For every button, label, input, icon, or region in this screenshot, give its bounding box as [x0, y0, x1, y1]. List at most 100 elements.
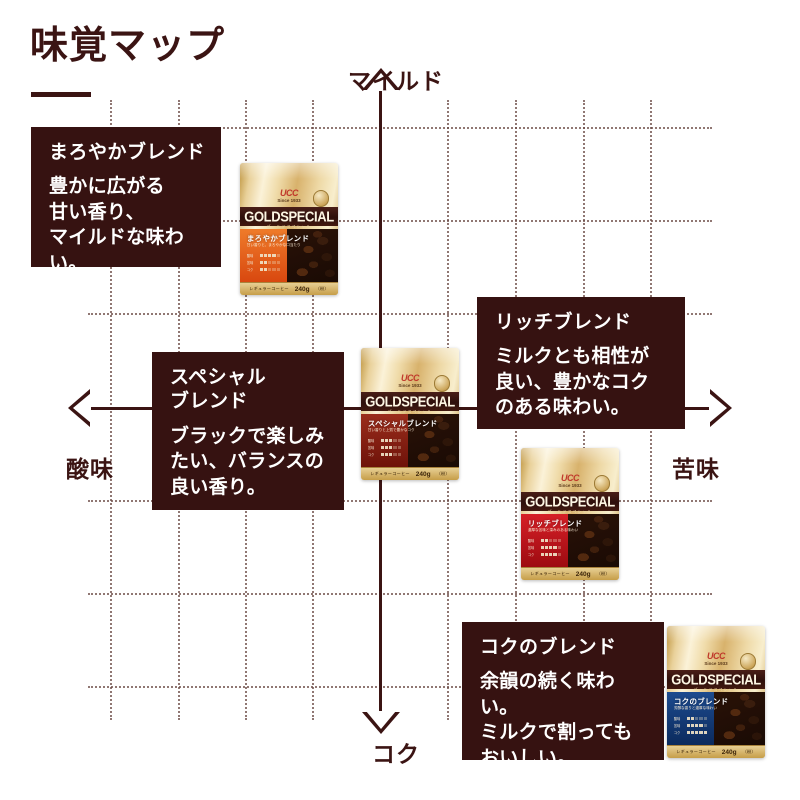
product-weight: 240g: [294, 285, 310, 293]
bag-photo-panel: スペシャルブレンド 甘い香りと上質で豊かなコク 酸味 苦味 コク: [361, 414, 459, 469]
meter-label: 酸味: [246, 254, 254, 259]
series-name-jp: ゴールドスペシャル: [547, 509, 593, 515]
axis-label-body: コク: [372, 741, 420, 767]
product-type: レギュラーコーヒー: [530, 571, 570, 577]
brand-band: GOLDSPECIAL: [521, 491, 619, 512]
bag-footer: レギュラーコーヒー 240g （粉）: [361, 467, 459, 480]
meter-label: 酸味: [527, 539, 535, 544]
info-box-title: リッチブレンド: [495, 312, 632, 333]
product-weight: 240g: [575, 570, 591, 578]
series-name: GOLDSPECIAL: [671, 671, 761, 688]
meter-row: コク: [674, 730, 715, 735]
bag-artwork: UCC Since 1933 GOLDSPECIAL ゴールドスペシャル リッチ…: [521, 448, 619, 580]
product-weight: 240g: [721, 748, 737, 756]
quality-seal-icon: [739, 653, 757, 670]
variety-name: コクのブレンド: [673, 696, 729, 706]
product-type: レギュラーコーヒー: [676, 749, 716, 755]
ucc-logo: UCC: [561, 473, 580, 484]
bag-artwork: UCC Since 1933 GOLDSPECIAL ゴールドスペシャル コクの…: [667, 626, 765, 758]
product-bag-maroyaka[interactable]: UCC Since 1933 GOLDSPECIAL ゴールドスペシャル まろや…: [240, 163, 338, 295]
variety-description: 芳醇な香りと濃厚な味わい: [673, 705, 717, 710]
taste-meter: 酸味 苦味 コク: [368, 438, 409, 459]
meter-row: 苦味: [674, 723, 715, 728]
variety-description: 甘い香りと上質で豊かなコク: [367, 427, 415, 432]
taste-meter: 酸味 苦味 コク: [674, 716, 715, 737]
variety-name: リッチブレンド: [527, 518, 583, 528]
bag-top-highlight: [240, 163, 338, 179]
product-bag-rich[interactable]: UCC Since 1933 GOLDSPECIAL ゴールドスペシャル リッチ…: [521, 448, 619, 580]
coffee-beans-image: [408, 414, 459, 469]
variety-description: 濃厚な苦味と深みのある味わい: [527, 527, 579, 532]
arrow-up-icon: [362, 68, 400, 91]
meter-label: 苦味: [527, 546, 535, 551]
axis-label-acidity: 酸味: [66, 456, 114, 482]
series-name-jp: ゴールドスペシャル: [693, 687, 739, 693]
arrow-right-icon: [709, 389, 732, 427]
arrow-left-icon: [68, 389, 91, 427]
variety-name: まろやかブレンド: [246, 233, 310, 243]
grid-line-horizontal: [88, 593, 712, 595]
quality-seal-icon: [593, 475, 611, 492]
info-box-body: ミルクとも相性が 良い、豊かなコク のある味わい。: [495, 346, 650, 419]
info-box-body: ブラックで楽しみ たい、バランスの 良い香り。: [170, 425, 325, 498]
taste-meter: 酸味 苦味 コク: [528, 538, 569, 559]
meter-row: 苦味: [528, 545, 569, 550]
coffee-beans-image: [287, 229, 338, 284]
bag-artwork: UCC Since 1933 GOLDSPECIAL ゴールドスペシャル まろや…: [240, 163, 338, 295]
meter-label: コク: [673, 731, 681, 736]
bag-photo-panel: コクのブレンド 芳醇な香りと濃厚な味わい 酸味 苦味 コク: [667, 692, 765, 747]
info-box-body: 豊かに広がる 甘い香り、 マイルドな味わい。: [49, 176, 185, 274]
grid-line-horizontal: [88, 220, 712, 222]
product-type: レギュラーコーヒー: [370, 471, 410, 477]
bag-artwork: UCC Since 1933 GOLDSPECIAL ゴールドスペシャル スペシ…: [361, 348, 459, 480]
meter-row: コク: [368, 452, 409, 457]
info-box-body: 余韻の続く味わい。 ミルクで割っても おいしい。: [480, 671, 633, 769]
bag-top-highlight: [521, 448, 619, 464]
meter-row: 酸味: [368, 438, 409, 443]
series-name: GOLDSPECIAL: [244, 208, 334, 225]
meter-label: 酸味: [673, 717, 681, 722]
brand-band: GOLDSPECIAL: [667, 669, 765, 690]
grid-line-horizontal: [88, 313, 712, 315]
info-box-koku: コクのブレンド 余韻の続く味わい。 ミルクで割っても おいしい。: [462, 622, 664, 769]
meter-label: コク: [246, 268, 254, 273]
ucc-logo: UCC: [707, 651, 726, 662]
weight-note: （粉）: [596, 571, 610, 577]
bag-footer: レギュラーコーヒー 240g （粉）: [667, 745, 765, 758]
bag-photo-panel: リッチブレンド 濃厚な苦味と深みのある味わい 酸味 苦味 コク: [521, 514, 619, 569]
product-bag-special[interactable]: UCC Since 1933 GOLDSPECIAL ゴールドスペシャル スペシ…: [361, 348, 459, 480]
taste-meter: 酸味 苦味 コク: [247, 253, 288, 274]
ucc-logo: UCC: [401, 373, 420, 384]
series-name-jp: ゴールドスペシャル: [387, 409, 433, 415]
since-text: Since 1933: [704, 661, 728, 667]
brand-band: GOLDSPECIAL: [361, 391, 459, 412]
ucc-logo: UCC: [280, 188, 299, 199]
series-name-jp: ゴールドスペシャル: [266, 224, 312, 230]
bag-footer: レギュラーコーヒー 240g （粉）: [240, 282, 338, 295]
series-name: GOLDSPECIAL: [525, 493, 615, 510]
info-box-maroyaka: まろやかブレンド 豊かに広がる 甘い香り、 マイルドな味わい。: [31, 127, 221, 274]
coffee-beans-image: [714, 692, 765, 747]
meter-label: 苦味: [673, 724, 681, 729]
bag-footer: レギュラーコーヒー 240g （粉）: [521, 567, 619, 580]
meter-label: 苦味: [367, 446, 375, 451]
product-type: レギュラーコーヒー: [249, 286, 289, 292]
axis-label-bitterness: 苦味: [672, 456, 720, 482]
variety-description: 甘い香りと、まろやかな口当たり: [246, 242, 301, 247]
info-box-title: コクのブレンド: [480, 637, 617, 658]
bag-photo-panel: まろやかブレンド 甘い香りと、まろやかな口当たり 酸味 苦味 コク: [240, 229, 338, 284]
info-box-rich: リッチブレンド ミルクとも相性が 良い、豊かなコク のある味わい。: [477, 297, 685, 429]
meter-row: 酸味: [528, 538, 569, 543]
coffee-beans-image: [568, 514, 619, 569]
grid-line-horizontal: [88, 127, 712, 129]
meter-row: 苦味: [247, 260, 288, 265]
info-box-title: まろやかブレンド: [49, 142, 206, 163]
product-weight: 240g: [415, 470, 431, 478]
meter-label: 酸味: [367, 439, 375, 444]
grid-line-vertical: [110, 100, 112, 720]
since-text: Since 1933: [558, 483, 582, 489]
meter-row: 酸味: [674, 716, 715, 721]
product-bag-koku[interactable]: UCC Since 1933 GOLDSPECIAL ゴールドスペシャル コクの…: [667, 626, 765, 758]
arrow-down-icon: [362, 711, 400, 734]
